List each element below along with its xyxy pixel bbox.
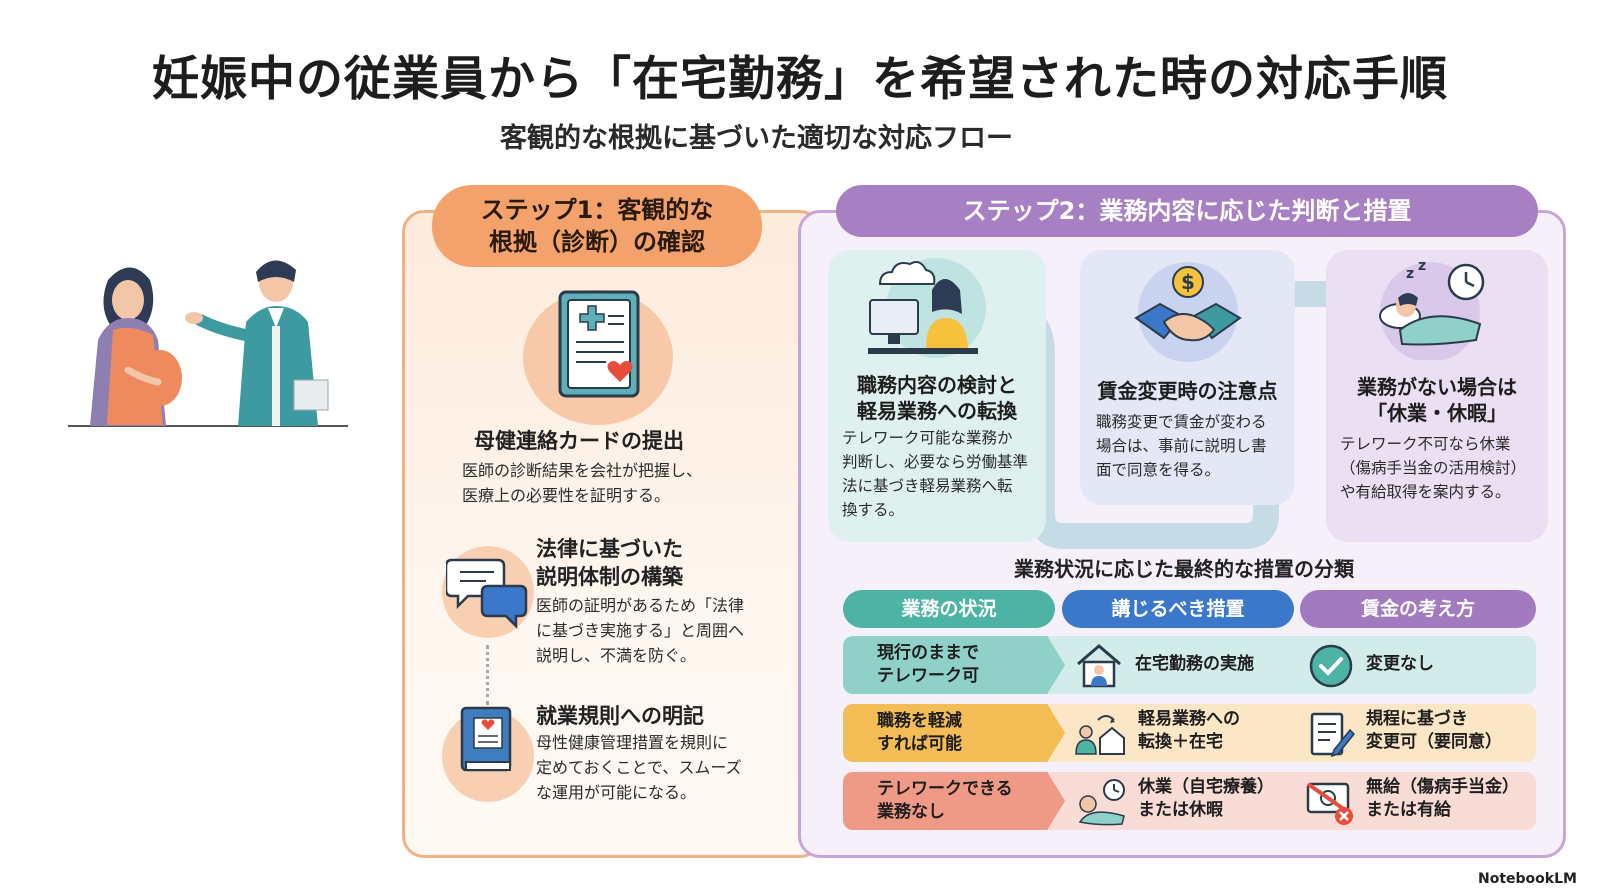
row3-status-line1: テレワークできる [877,779,1013,799]
card-a-line1: テレワーク可能な業務か [842,429,1013,447]
medical-document-icon [558,290,640,398]
card-a-heading: 職務内容の検討と 軽易業務への転換 [828,372,1046,424]
step1-connector [486,645,490,705]
card-a-line2: 判断し、必要なら労働基準 [842,453,1029,471]
card-c-line2: （傷病手当金の活用検討） [1340,459,1527,477]
person-at-computer-icon [868,258,986,358]
page-title: 妊娠中の従業員から「在宅勤務」を希望された時の対応手順 [152,52,1448,107]
step1-item3-heading: 就業規則への明記 [536,704,704,728]
card-b-line3: 面で同意を得る。 [1096,461,1221,479]
step1-header-line2: 根拠（診断）の確認 [489,228,705,256]
step1-item3-line2: 定めておくことで、スムーズ [536,758,742,777]
step1-item2-line3: 説明し、不満を防ぐ。 [536,646,697,665]
row3-measure-line2: または休暇 [1138,800,1223,820]
rulebook-icon [460,706,512,772]
card-c-heading: 業務がない場合は 「休業・休暇」 [1326,374,1548,426]
table-row: 職務を軽減 すれば可能 [843,704,1536,762]
row2-status-line1: 職務を軽減 [877,711,962,731]
row2-measure-line1: 軽易業務への [1138,709,1240,729]
row3-wage-line1: 無給（傷病手当金） [1366,777,1519,797]
rest-clock-icon [1078,779,1125,826]
edit-document-icon [1310,712,1356,758]
check-circle-icon [1309,644,1353,688]
row1-status-line2: テレワーク可 [877,666,979,686]
svg-text:z: z [1418,258,1426,274]
step1-item3-line3: な運用が可能になる。 [536,783,697,802]
card-c-text: テレワーク不可なら休業 （傷病手当金の活用検討） や有給取得を案内する。 [1340,432,1550,504]
step1-item1-line2: 医療上の必要性を証明する。 [462,486,671,505]
card-a-line4: 換する。 [842,501,905,519]
card-b-text: 職務変更で賃金が変わる 場合は、事前に説明し書 面で同意を得る。 [1096,410,1286,482]
row2-wage-line1: 規程に基づき [1366,709,1468,729]
card-b-line2: 場合は、事前に説明し書 [1096,437,1267,455]
card-b-line1: 職務変更で賃金が変わる [1096,413,1267,431]
card-c-heading-line2: 「休業・休暇」 [1367,401,1507,425]
handshake-coin-icon: $ [1134,262,1242,362]
step1-item1-heading: 母健連絡カードの提出 [474,429,684,453]
row3-wage: 無給（傷病手当金） または有給 [1366,776,1519,822]
step1-item2-heading: 法律に基づいた 説明体制の構築 [536,535,683,591]
step1-item1-text: 医師の診断結果を会社が把握し、 医療上の必要性を証明する。 [462,458,702,508]
svg-text:$: $ [1181,270,1195,294]
row2-measure-line2: 転換＋在宅 [1138,732,1223,752]
row1-status: 現行のままで テレワーク可 [843,636,1065,694]
step1-item3-text: 母性健康管理措置を規則に 定めておくことで、スムーズ な運用が可能になる。 [536,730,742,805]
step1-item1-line1: 医師の診断結果を会社が把握し、 [462,461,703,480]
row3-status-line2: 業務なし [877,802,945,822]
step2-header: ステップ2：業務内容に応じた判断と措置 [836,185,1538,237]
no-pay-icon [1306,782,1353,825]
card-c-heading-line1: 業務がない場合は [1357,375,1517,399]
row1-status-line1: 現行のままで [877,643,979,663]
step1-item2-heading-line2: 説明体制の構築 [536,565,683,589]
row3-measure-line1: 休業（自宅療養） [1138,777,1274,797]
row2-wage: 規程に基づき 変更可（要同意） [1366,708,1502,754]
svg-text:z: z [1406,266,1414,282]
table-row: テレワークできる 業務なし [843,772,1536,830]
brand-label: NotebookLM [1478,871,1577,887]
table-header-measure: 講じるべき措置 [1062,590,1294,628]
step1-item3-line1: 母性健康管理措置を規則に [536,733,729,752]
row2-wage-line2: 変更可（要同意） [1366,732,1502,752]
row1-wage: 変更なし [1366,654,1434,674]
card-b-heading: 賃金変更時の注意点 [1097,379,1278,403]
table-row: 現行のままで テレワーク可 [843,636,1536,694]
step1-item2-heading-line1: 法律に基づいた [536,537,683,561]
step1-header-line1: ステップ1：客観的な [480,196,714,224]
step1-header: ステップ1：客観的な 根拠（診断）の確認 [432,185,762,267]
row3-status: テレワークできる 業務なし [843,772,1065,830]
two-people-illustration [68,260,348,427]
card-a-line3: 法に基づき軽易業務へ転 [842,477,1013,495]
row2-status-line2: すれば可能 [877,734,962,754]
card-a-heading-line2: 軽易業務への転換 [857,399,1017,423]
card-a-text: テレワーク可能な業務か 判断し、必要なら労働基準 法に基づき軽易業務へ転 換する… [842,426,1042,522]
row2-status: 職務を軽減 すれば可能 [843,704,1065,762]
row3-measure: 休業（自宅療養） または休暇 [1138,776,1274,822]
step1-item2-line2: に基づき実施する」と周囲へ [536,621,745,640]
row2-measure: 軽易業務への 転換＋在宅 [1138,708,1240,754]
step1-item2-line1: 医師の証明があるため「法律 [536,596,745,615]
card-c-line1: テレワーク不可なら休業 [1340,435,1511,453]
house-icon [1077,644,1121,688]
sleeping-person-clock-icon: z z [1379,258,1485,360]
row3-wage-line2: または有給 [1366,800,1451,820]
row1-measure: 在宅勤務の実施 [1135,654,1254,674]
light-work-transfer-icon [1075,715,1125,755]
table-header-wage: 賃金の考え方 [1300,590,1536,628]
chat-bubbles-icon [446,558,528,630]
page-subtitle: 客観的な根拠に基づいた適切な対応フロー [500,123,1013,154]
table-header-status: 業務の状況 [843,590,1055,628]
card-a-heading-line1: 職務内容の検討と [857,373,1017,397]
step1-item2-text: 医師の証明があるため「法律 に基づき実施する」と周囲へ 説明し、不満を防ぐ。 [536,593,744,668]
classification-title: 業務状況に応じた最終的な措置の分類 [1014,557,1354,581]
card-c-line3: や有給取得を案内する。 [1340,483,1511,501]
